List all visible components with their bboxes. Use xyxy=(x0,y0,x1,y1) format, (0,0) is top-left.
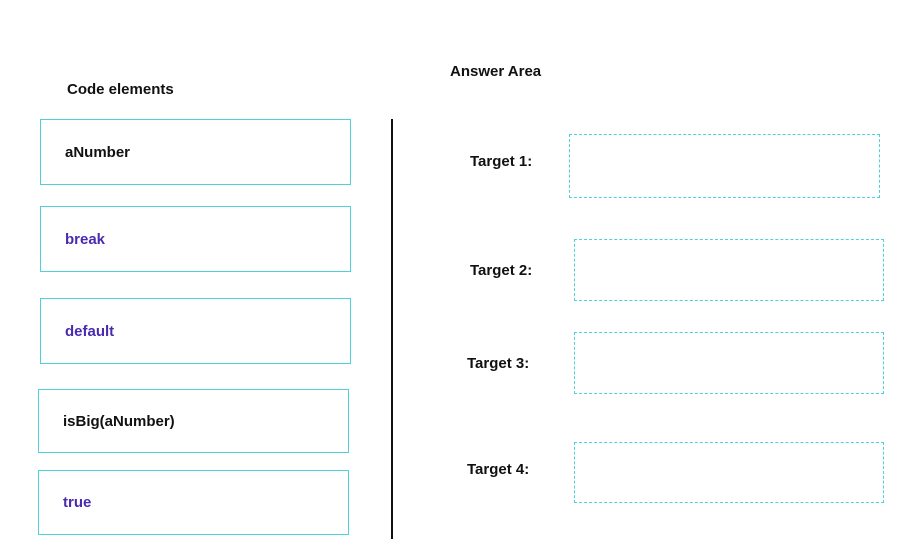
target-3-drop-zone[interactable] xyxy=(574,332,884,394)
target-1-label: Target 1: xyxy=(470,153,533,170)
target-4-label: Target 4: xyxy=(467,461,530,478)
target-4-drop-zone[interactable] xyxy=(574,442,884,503)
target-3-label: Target 3: xyxy=(467,355,530,372)
target-2-drop-zone[interactable] xyxy=(574,239,884,301)
target-2-label: Target 2: xyxy=(470,262,533,279)
code-element-true[interactable]: true xyxy=(38,470,349,535)
code-elements-heading: Code elements xyxy=(67,81,174,98)
target-1-drop-zone[interactable] xyxy=(569,134,880,198)
code-element-default[interactable]: default xyxy=(40,298,351,364)
code-element-anumber[interactable]: aNumber xyxy=(40,119,351,185)
code-element-isbig-anumber[interactable]: isBig(aNumber) xyxy=(38,389,349,453)
answer-area-heading: Answer Area xyxy=(450,63,542,80)
code-element-break[interactable]: break xyxy=(40,206,351,272)
panel-divider xyxy=(391,119,393,539)
